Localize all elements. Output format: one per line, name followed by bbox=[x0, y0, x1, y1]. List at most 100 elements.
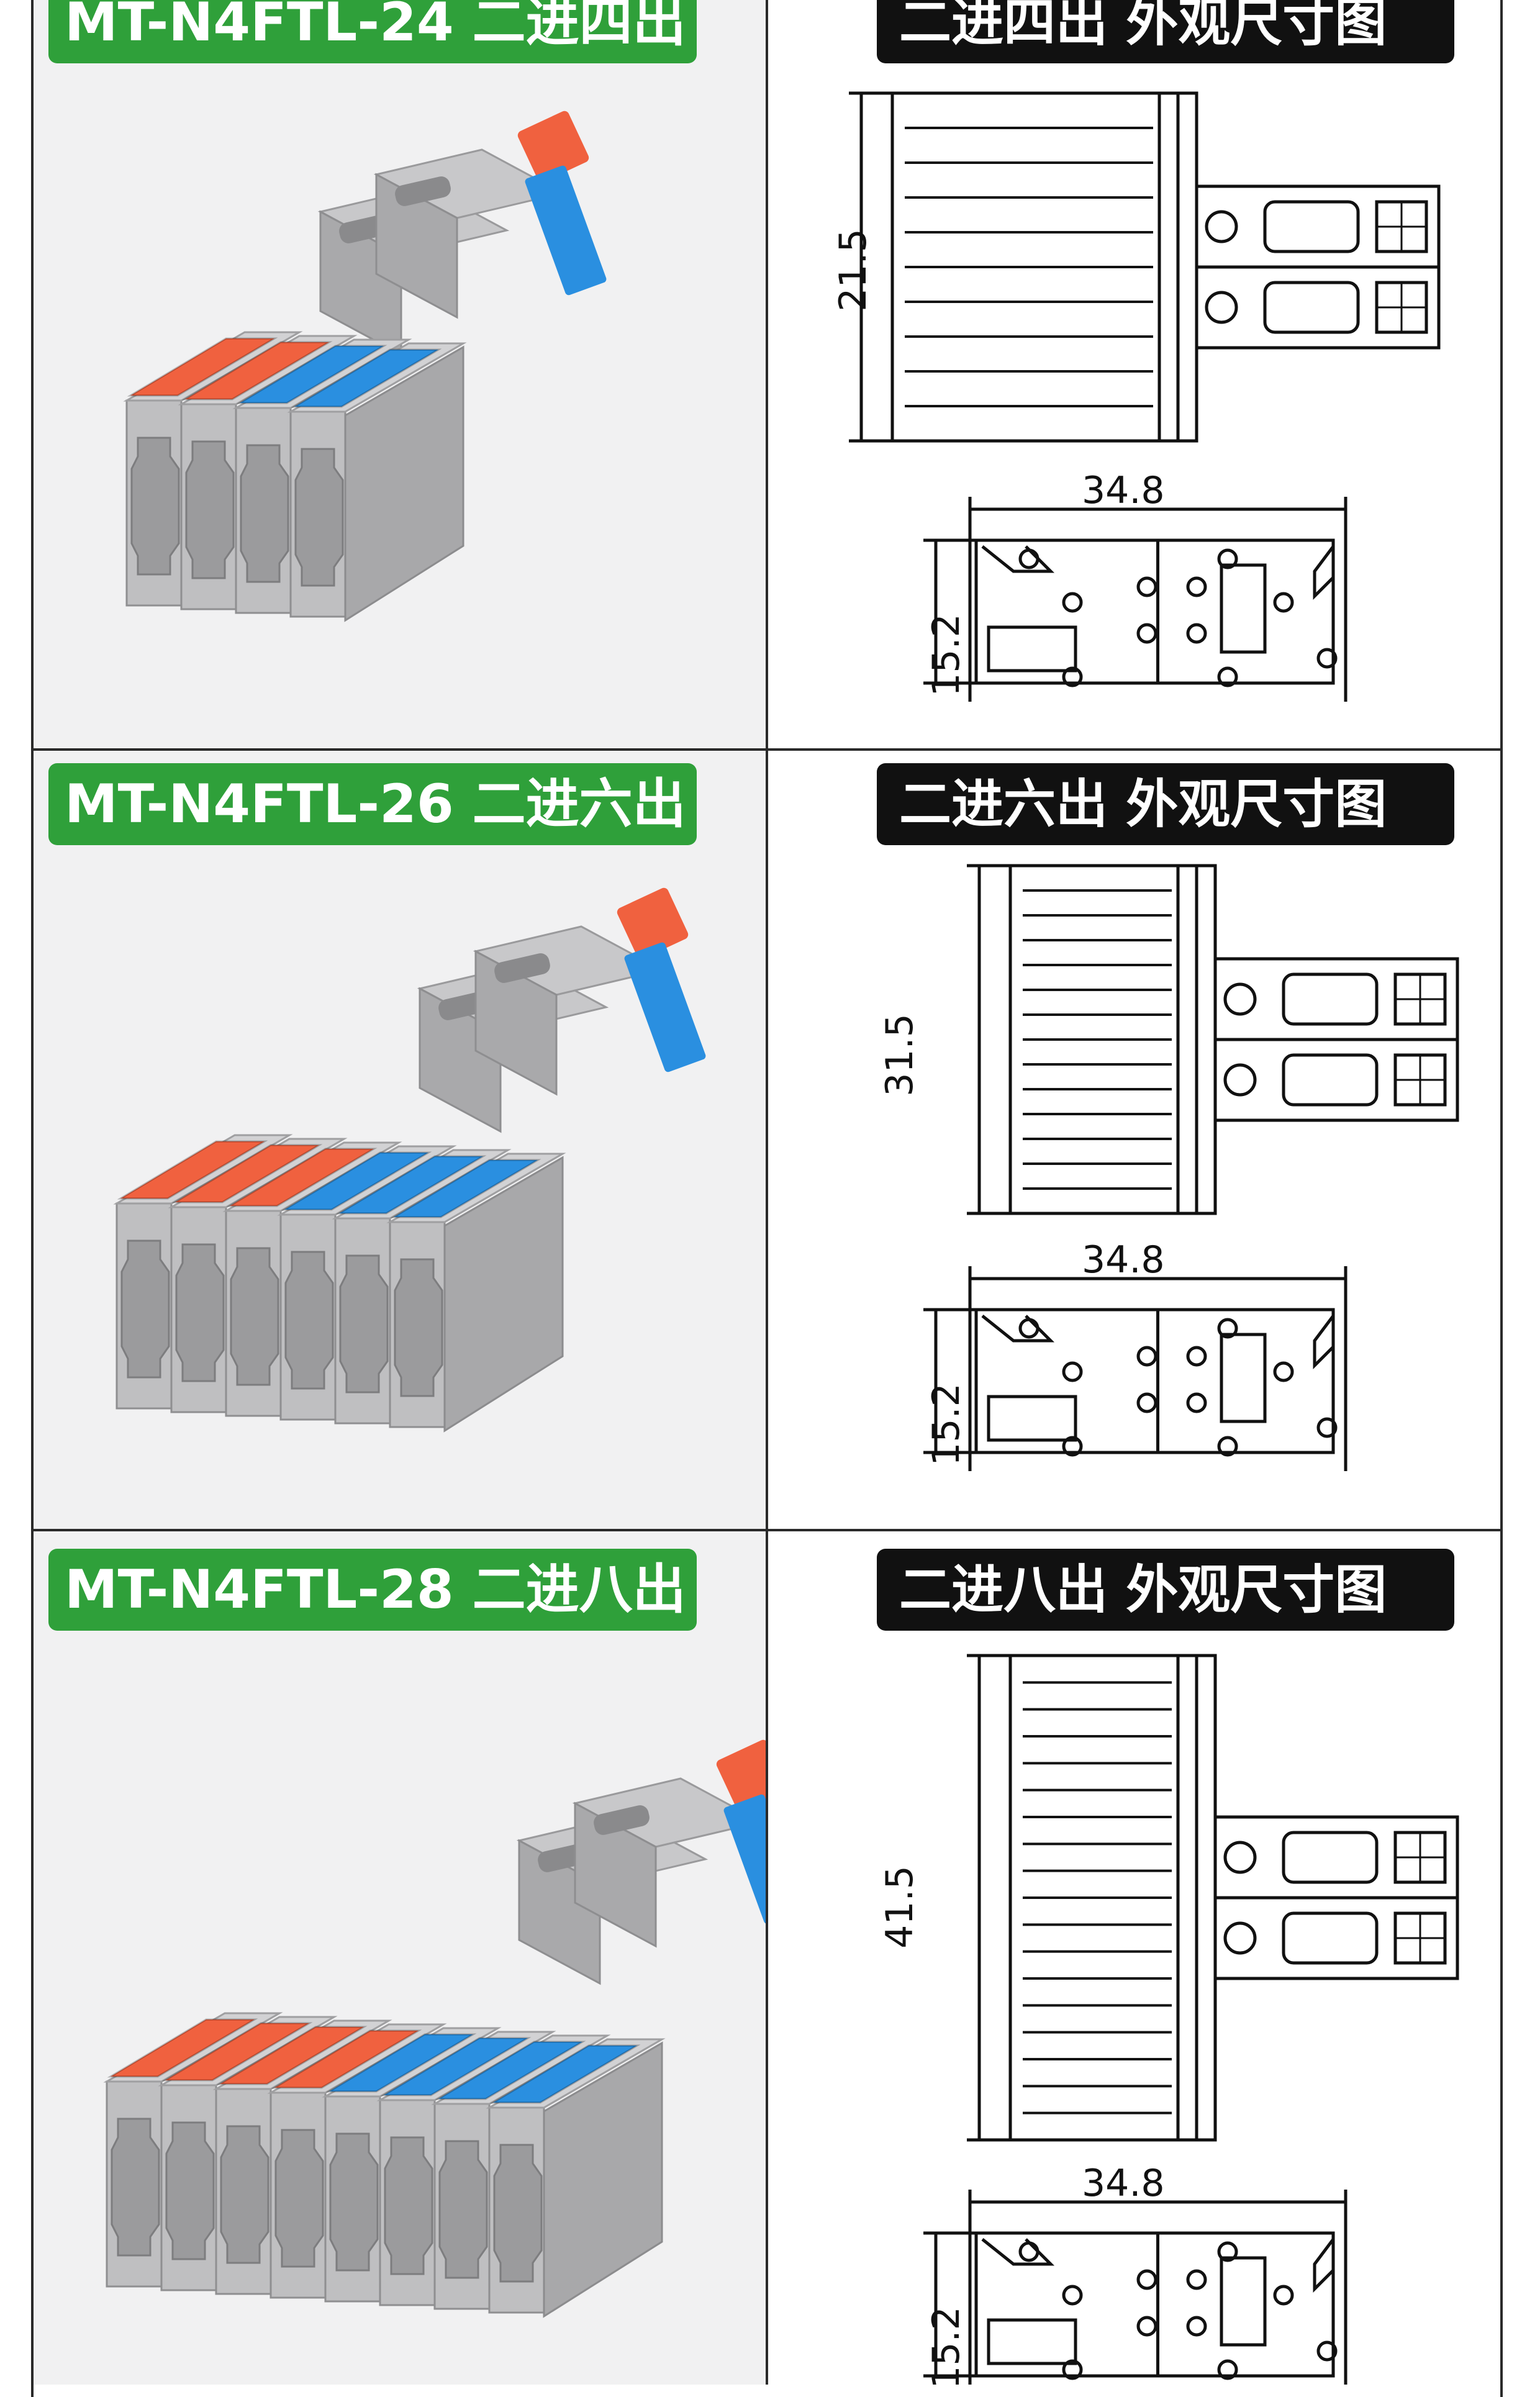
top-view-drawing bbox=[967, 864, 1459, 1215]
input-lever-blue bbox=[723, 1794, 766, 1924]
product-row-1: MT-N4FTL-24 二进四出 二进四出 外观尺寸图 21.5 34.8 15… bbox=[34, 0, 1500, 748]
side-view-lines bbox=[923, 497, 1348, 702]
connector-photo bbox=[113, 887, 706, 1433]
side-view-drawing bbox=[923, 1266, 1348, 1471]
side-hole-circle bbox=[1273, 2285, 1294, 2306]
product-row-3: MT-N4FTL-28 二进八出 二进八出 外观尺寸图 41.5 34.8 15… bbox=[34, 1531, 1500, 2385]
side-hole-circle bbox=[1136, 2269, 1157, 2290]
output-wire-hole bbox=[175, 1243, 225, 1382]
input-block-face bbox=[375, 173, 458, 319]
model-label: MT-N4FTL-28 二进八出 bbox=[48, 1549, 697, 1631]
connector-body bbox=[103, 1739, 766, 2318]
side-hole-circle bbox=[1136, 2316, 1157, 2337]
side-hole-circle bbox=[1273, 592, 1294, 613]
output-wire-hole bbox=[130, 437, 180, 576]
side-hole-circle bbox=[1062, 2359, 1083, 2380]
input-screw-circle bbox=[1223, 1921, 1257, 1955]
dimension-drawing-cell: 二进六出 外观尺寸图 31.5 34.8 15.2 bbox=[768, 751, 1500, 1529]
output-wire-hole bbox=[274, 2129, 324, 2268]
lever-orange bbox=[107, 2018, 258, 2078]
output-block-side bbox=[344, 345, 464, 622]
input-wire-slot bbox=[1282, 1053, 1379, 1107]
side-latch bbox=[981, 545, 1055, 573]
product-photo-cell: MT-N4FTL-26 二进六出 bbox=[34, 751, 766, 1529]
output-wire-hole bbox=[111, 2118, 160, 2257]
side-hole-circle bbox=[1217, 666, 1238, 687]
output-wire-hole bbox=[165, 2121, 215, 2260]
side-hole-circle bbox=[1062, 1436, 1083, 1457]
input-screw-circle bbox=[1223, 1841, 1257, 1874]
side-hole-circle bbox=[1316, 2340, 1338, 2362]
lever-blue bbox=[281, 1151, 432, 1211]
output-wire-hole bbox=[394, 1258, 443, 1397]
side-view-drawing bbox=[923, 2190, 1348, 2385]
side-body-outline bbox=[974, 2231, 1335, 2378]
side-label-box bbox=[1220, 1333, 1267, 1423]
side-hole-circle bbox=[1217, 1436, 1238, 1457]
column-divider bbox=[766, 0, 768, 2385]
side-hole-circle bbox=[1136, 576, 1157, 597]
lever-orange bbox=[117, 1140, 268, 1200]
input-lever-orange bbox=[617, 887, 689, 959]
side-hole-circle bbox=[1186, 2316, 1207, 2337]
output-wire-hole bbox=[329, 2132, 379, 2272]
output-wire-hole bbox=[220, 2125, 270, 2264]
lever-orange bbox=[271, 2029, 422, 2089]
side-latch bbox=[981, 1315, 1055, 1343]
side-hole-circle bbox=[1217, 548, 1238, 569]
lever-orange bbox=[226, 1148, 378, 1207]
side-hole-circle bbox=[1186, 1346, 1207, 1367]
top-view-drawing bbox=[849, 91, 1441, 443]
input-wire-slot bbox=[1263, 281, 1360, 334]
lever-orange bbox=[127, 337, 278, 397]
output-block-side bbox=[443, 1156, 564, 1433]
connector-photo bbox=[103, 1739, 766, 2318]
output-wire-hole bbox=[284, 1251, 334, 1390]
input-lever-orange bbox=[517, 111, 589, 183]
input-wire-hole bbox=[594, 1805, 650, 1835]
input-wire-slot bbox=[1282, 972, 1379, 1026]
width-dimension: 34.8 bbox=[1082, 2162, 1165, 2205]
input-lever-orange bbox=[716, 1739, 766, 1811]
lever-blue bbox=[291, 348, 442, 408]
connector-body bbox=[123, 111, 607, 622]
model-label: MT-N4FTL-24 二进四出 bbox=[48, 0, 697, 63]
side-hole-circle bbox=[1273, 1361, 1294, 1382]
row-divider bbox=[31, 748, 1503, 751]
side-hole-circle bbox=[1018, 1318, 1040, 1339]
side-label-box bbox=[987, 1395, 1077, 1442]
row-divider bbox=[31, 1529, 1503, 1531]
side-hole-circle bbox=[1316, 648, 1338, 669]
side-hole-circle bbox=[1217, 2241, 1238, 2262]
input-lever-blue bbox=[624, 942, 706, 1072]
side-latch bbox=[1313, 545, 1334, 600]
lever-orange bbox=[161, 2022, 313, 2082]
side-hole-circle bbox=[1136, 623, 1157, 644]
drawing-title: 二进八出 外观尺寸图 bbox=[877, 1549, 1454, 1631]
side-hole-circle bbox=[1018, 548, 1040, 569]
side-hole-circle bbox=[1062, 2285, 1083, 2306]
side-hole-circle bbox=[1217, 1318, 1238, 1339]
height-dimension: 31.5 bbox=[877, 1013, 922, 1097]
side-label-box bbox=[1220, 2256, 1267, 2347]
top-view-lines bbox=[967, 1654, 1459, 2142]
output-wire-hole bbox=[493, 2144, 543, 2283]
input-screw-circle bbox=[1223, 1063, 1257, 1097]
output-block-side bbox=[543, 2041, 663, 2318]
side-hole-circle bbox=[1186, 2269, 1207, 2290]
connector-body bbox=[113, 887, 706, 1433]
dimension-drawing-cell: 二进八出 外观尺寸图 41.5 34.8 15.2 bbox=[768, 1531, 1500, 2385]
side-body-outline bbox=[974, 538, 1335, 685]
input-wire-hole bbox=[395, 176, 451, 206]
input-wire-slot bbox=[1282, 1831, 1379, 1884]
side-label-box bbox=[987, 625, 1077, 673]
dimension-drawing-cell: 二进四出 外观尺寸图 21.5 34.8 15.2 bbox=[768, 0, 1500, 748]
side-latch bbox=[1313, 2238, 1334, 2293]
side-hole-circle bbox=[1062, 666, 1083, 687]
input-screw-circle bbox=[1205, 291, 1238, 324]
lever-blue bbox=[236, 345, 387, 404]
lever-blue bbox=[380, 2037, 532, 2096]
output-wire-hole bbox=[185, 440, 235, 579]
lever-blue bbox=[390, 1159, 541, 1218]
side-hole-circle bbox=[1316, 1417, 1338, 1438]
